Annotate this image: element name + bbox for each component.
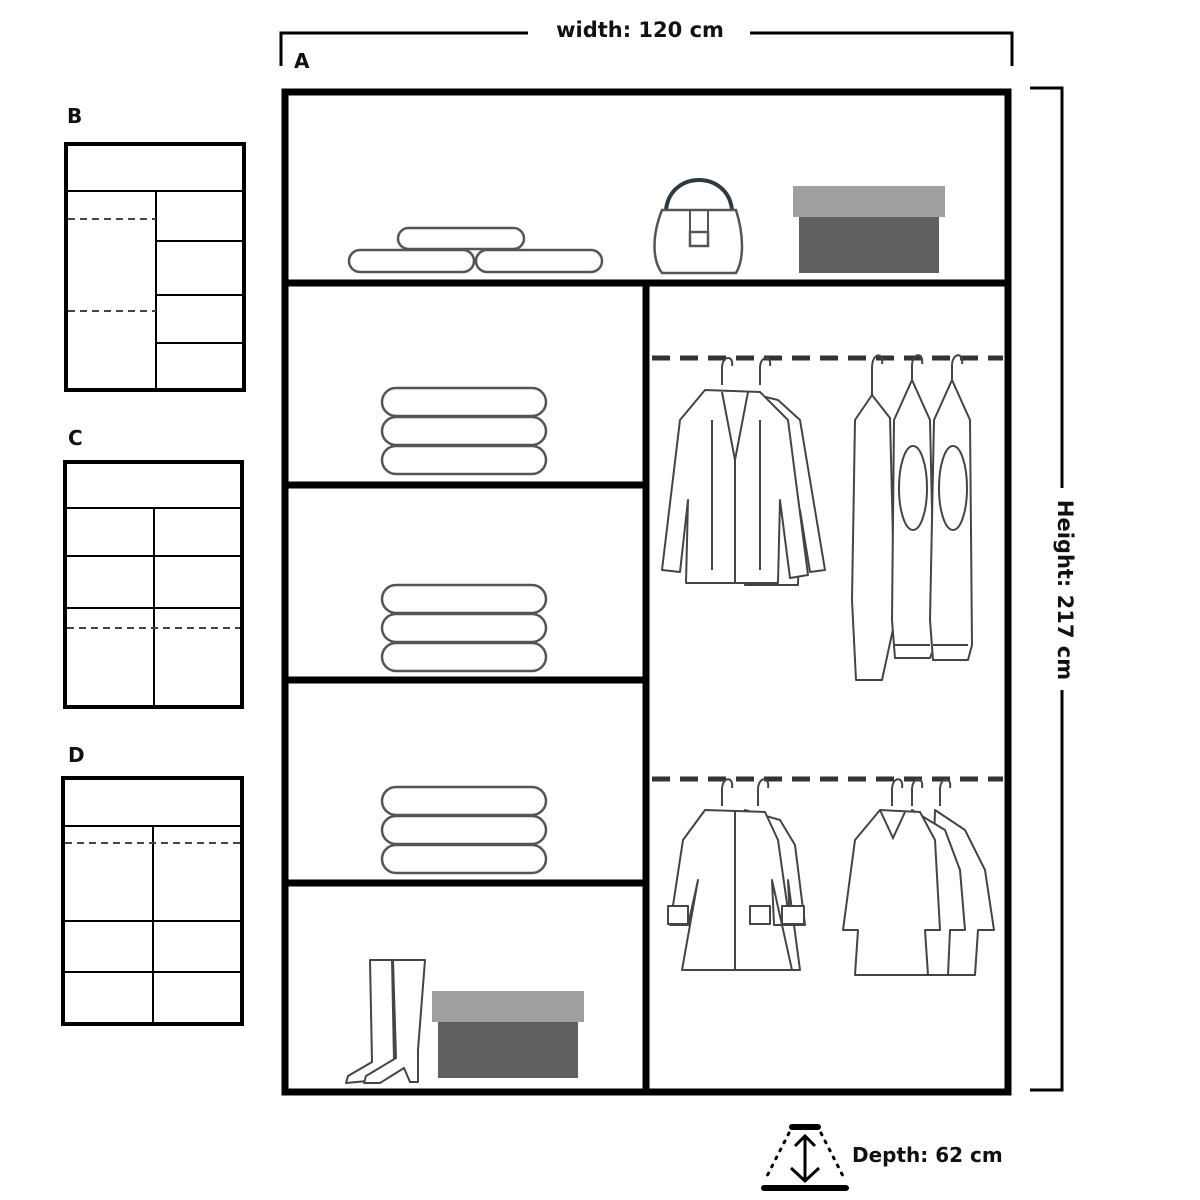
variant-c-layout[interactable]: [63, 460, 244, 709]
storage-box-icon: [432, 991, 584, 1078]
variant-label-d: D: [68, 743, 85, 767]
coat-icon: [842, 778, 995, 976]
handbag-icon: [653, 178, 744, 275]
folded-towels-icon: [380, 785, 548, 875]
variant-label-c: C: [68, 426, 83, 450]
height-label: Height: 217 cm: [1053, 500, 1077, 680]
storage-box-icon: [793, 186, 945, 273]
width-label: width: 120 cm: [556, 18, 724, 42]
variant-d-layout[interactable]: [61, 776, 244, 1026]
height-dimension: Height: 217 cm: [1030, 86, 1077, 1092]
wardrobe-a: [281, 88, 1012, 1096]
sweater-icon: [851, 354, 973, 681]
variant-b-layout[interactable]: [64, 142, 246, 392]
variant-label-b: B: [67, 104, 82, 128]
coat-icon: [667, 778, 806, 971]
depth-icon: [761, 1124, 849, 1191]
depth-label: Depth: 62 cm: [852, 1143, 1003, 1167]
variant-label-a: A: [294, 49, 310, 73]
width-dimension: width: 120 cm: [279, 18, 1014, 66]
pillow-icon: [347, 226, 604, 274]
boots-icon: [345, 959, 426, 1084]
folded-towels-icon: [380, 386, 548, 476]
coat-icon: [661, 357, 826, 586]
folded-towels-icon: [380, 583, 548, 673]
